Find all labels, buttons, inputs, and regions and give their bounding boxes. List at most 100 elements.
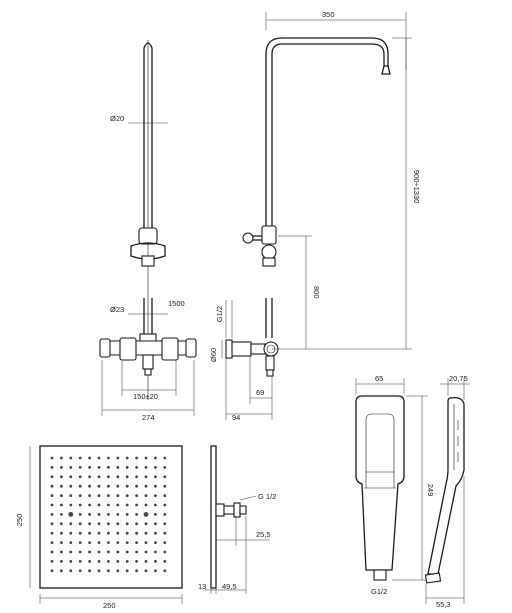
spray-hole <box>60 466 63 469</box>
spray-hole <box>69 503 73 507</box>
spray-hole <box>125 456 129 460</box>
spray-hole <box>60 475 63 479</box>
spray-hole <box>97 513 101 516</box>
dim-head-size-height: 250 <box>15 514 24 527</box>
dim-handshower-depth: 55,3 <box>436 600 451 609</box>
spray-hole <box>107 522 110 526</box>
dim-outlet-diameter: Ø60 <box>209 348 218 362</box>
spray-hole <box>116 503 120 507</box>
spray-hole <box>97 456 101 460</box>
spray-hole <box>144 494 148 497</box>
spray-hole <box>154 466 157 469</box>
spray-hole <box>143 512 149 517</box>
spray-hole <box>97 531 101 535</box>
spray-hole <box>50 475 54 479</box>
spray-hole <box>125 531 129 535</box>
head-shower-top-view: 250 250 <box>15 445 183 610</box>
spray-hole <box>154 522 157 526</box>
spray-hole <box>135 550 139 554</box>
spray-hole <box>69 475 73 479</box>
spray-hole <box>144 531 148 535</box>
spray-hole <box>116 466 120 469</box>
spray-hole <box>154 513 157 516</box>
dim-slider-bar-diameter: Ø23 <box>110 305 124 314</box>
spray-hole <box>125 513 129 516</box>
spray-hole <box>144 456 148 460</box>
spray-holes <box>50 456 167 573</box>
spray-hole <box>116 541 120 544</box>
spray-hole <box>50 466 54 469</box>
dim-handshower-thread: G1/2 <box>371 587 387 596</box>
spray-hole <box>107 466 110 469</box>
spray-hole <box>97 569 101 573</box>
spray-hole <box>69 522 73 526</box>
spray-hole <box>50 456 54 460</box>
spray-hole <box>78 484 82 488</box>
spray-hole <box>125 522 129 526</box>
spray-hole <box>88 569 91 573</box>
spray-hole <box>154 541 157 544</box>
spray-hole <box>125 541 129 544</box>
spray-hole <box>116 531 120 535</box>
spray-hole <box>97 466 101 469</box>
spray-hole <box>97 541 101 544</box>
spray-hole <box>88 503 91 507</box>
spray-hole <box>78 494 82 497</box>
spray-hole <box>107 484 110 488</box>
spray-hole <box>154 569 157 573</box>
spray-hole <box>88 513 91 516</box>
spray-hole <box>163 475 167 479</box>
spray-hole <box>60 456 63 460</box>
head-shower-side-view: G 1/2 25,5 13 49,5 <box>198 445 276 594</box>
spray-hole <box>78 550 82 554</box>
dim-handshower-depth-top: 20,75 <box>449 374 468 383</box>
spray-hole <box>60 569 63 573</box>
spray-hole <box>125 569 129 573</box>
spray-hole <box>163 513 167 516</box>
spray-hole <box>78 569 82 573</box>
spray-hole <box>60 484 63 488</box>
spray-hole <box>69 484 73 488</box>
spray-hole <box>50 541 54 544</box>
spray-hole <box>88 475 91 479</box>
spray-hole <box>163 456 167 460</box>
spray-hole <box>116 550 120 554</box>
spray-hole <box>135 531 139 535</box>
spray-hole <box>88 560 91 563</box>
spray-hole <box>163 484 167 488</box>
side-view: 350 900÷1330 800 G1/2 Ø60 69 94 <box>209 10 421 422</box>
spray-hole <box>50 569 54 573</box>
dim-mixer-width: 274 <box>142 413 155 422</box>
spray-hole <box>50 531 54 535</box>
hand-shower-front-view: 65 249 G1/2 <box>355 374 435 596</box>
spray-hole <box>88 494 91 497</box>
spray-hole <box>135 466 139 469</box>
spray-hole <box>69 531 73 535</box>
spray-hole <box>116 569 120 573</box>
spray-hole <box>97 503 101 507</box>
spray-hole <box>69 550 73 554</box>
spray-hole <box>97 522 101 526</box>
spray-hole <box>135 494 139 497</box>
spray-hole <box>154 531 157 535</box>
spray-hole <box>125 494 129 497</box>
spray-hole <box>135 560 139 563</box>
spray-hole <box>60 541 63 544</box>
spray-hole <box>97 484 101 488</box>
spray-hole <box>144 541 148 544</box>
spray-hole <box>78 560 82 563</box>
dim-head-depth: 49,5 <box>222 582 237 591</box>
hand-shower-side-view: 20,75 55,3 <box>424 374 470 609</box>
spray-hole <box>97 475 101 479</box>
spray-hole <box>125 484 129 488</box>
dim-head-thread: G 1/2 <box>258 492 276 501</box>
spray-hole <box>60 522 63 526</box>
spray-hole <box>69 541 73 544</box>
spray-hole <box>135 522 139 526</box>
spray-hole <box>78 522 82 526</box>
spray-hole <box>88 466 91 469</box>
spray-hole <box>144 550 148 554</box>
spray-hole <box>116 456 120 460</box>
spray-hole <box>135 456 139 460</box>
spray-hole <box>78 475 82 479</box>
